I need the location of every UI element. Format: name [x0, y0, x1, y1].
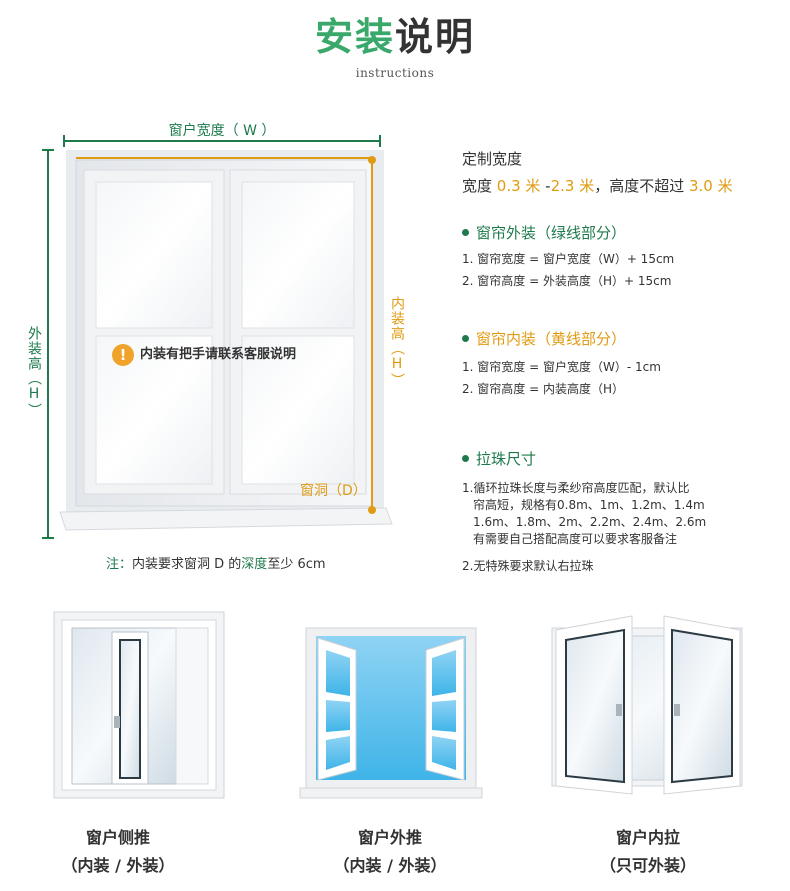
- bullet-icon: [462, 229, 469, 236]
- handle-warning-text: 内装有把手请联系客服说明: [140, 347, 297, 362]
- window-type-name: 窗户内拉: [615, 828, 680, 847]
- left-glass-top: [95, 181, 213, 329]
- right-glass-bottom: [241, 335, 355, 485]
- depth-note: 注：内装要求窗洞 D 的深度至少 6cm: [106, 553, 326, 572]
- width-label: 窗户宽度（ W ）: [168, 123, 276, 139]
- list-item: 1. 窗帘宽度 = 窗户宽度（W）- 1cm: [462, 360, 661, 374]
- page-title: 安装说明: [0, 6, 790, 61]
- window-type-name: 窗户侧推: [85, 828, 150, 847]
- beads-line: 帘高短，规格有0.8m、1m、1.2m、1.4m: [473, 498, 705, 512]
- beads-default: 2.无特殊要求默认右拉珠: [462, 559, 594, 573]
- list-item: 1. 窗帘宽度 = 窗户宽度（W）+ 15cm: [462, 252, 675, 266]
- note-text-a: 内装要求窗洞 D 的: [132, 557, 242, 572]
- list-item: 2. 窗帘高度 = 外装高度（H）+ 15cm: [462, 274, 672, 288]
- window-type-name: 窗户外推: [357, 828, 422, 847]
- outer-mount-title: 窗帘外装（绿线部分）: [462, 222, 626, 243]
- window-type-outward: 窗户外推 （内装 / 外装）: [290, 824, 490, 880]
- inner-height-label: 内装高（H）: [389, 296, 405, 388]
- warning-icon: !: [112, 343, 134, 366]
- window-type-mount: （内装 / 外装）: [61, 856, 175, 875]
- spec-width-text: 宽度: [462, 177, 497, 195]
- handle-warning: ! 内装有把手请联系客服说明: [112, 343, 296, 366]
- right-glass-top: [241, 181, 355, 329]
- spec-range: 宽度 0.3 米 -2.3 米，高度不超过 3.0 米: [462, 175, 733, 196]
- inner-mount-title: 窗帘内装（黄线部分）: [462, 328, 626, 349]
- bullet-icon: [462, 335, 469, 342]
- outer-height-label: 外装高（H）: [26, 326, 42, 418]
- window-type-mount: （内装 / 外装）: [333, 856, 447, 875]
- min-width: 0.3 米: [496, 177, 541, 195]
- page-subtitle: instructions: [355, 66, 435, 80]
- window-hole-label: 窗洞（D）: [300, 483, 367, 499]
- note-text-b: 至少 6cm: [267, 557, 326, 572]
- bullet-icon: [462, 455, 469, 462]
- title-dark-part: 说明: [395, 14, 476, 59]
- beads-title: 拉珠尺寸: [462, 448, 536, 469]
- outer-mount-list: 1. 窗帘宽度 = 窗户宽度（W）+ 15cm 2. 窗帘高度 = 外装高度（H…: [462, 248, 674, 292]
- sliding-window-illustration: [53, 611, 225, 799]
- note-prefix: 注：: [106, 557, 133, 572]
- window-type-inward: 窗户内拉 （只可外装）: [548, 824, 748, 880]
- window-sill: [59, 507, 393, 531]
- list-item: 2. 窗帘高度 = 内装高度（H）: [462, 382, 624, 396]
- beads-line: 1.6m、1.8m、2m、2.2m、2.4m、2.6m: [473, 515, 707, 529]
- spec-heading: 定制宽度: [462, 150, 523, 168]
- max-height: 3.0 米: [689, 177, 733, 195]
- title-green-part: 安装: [314, 14, 395, 59]
- max-width: 2.3 米: [550, 177, 595, 195]
- beads-paragraph: 1.循环拉珠长度与柔纱帘高度匹配，默认比 帘高短，规格有0.8m、1m、1.2m…: [462, 480, 706, 548]
- outward-window-illustration: [299, 627, 483, 799]
- inward-window-illustration: [551, 615, 743, 795]
- inner-mount-list: 1. 窗帘宽度 = 窗户宽度（W）- 1cm 2. 窗帘高度 = 内装高度（H）: [462, 356, 661, 400]
- range-dash: -: [540, 177, 551, 195]
- note-highlight: 深度: [241, 557, 268, 572]
- window-type-sliding: 窗户侧推 （内装 / 外装）: [18, 824, 218, 880]
- window-type-mount: （只可外装）: [599, 856, 696, 875]
- spec-height-text: ，高度不超过: [594, 177, 689, 195]
- beads-line: 1.循环拉珠长度与柔纱帘高度匹配，默认比: [462, 481, 690, 495]
- beads-line: 有需要自己搭配高度可以要求客服备注: [473, 532, 678, 546]
